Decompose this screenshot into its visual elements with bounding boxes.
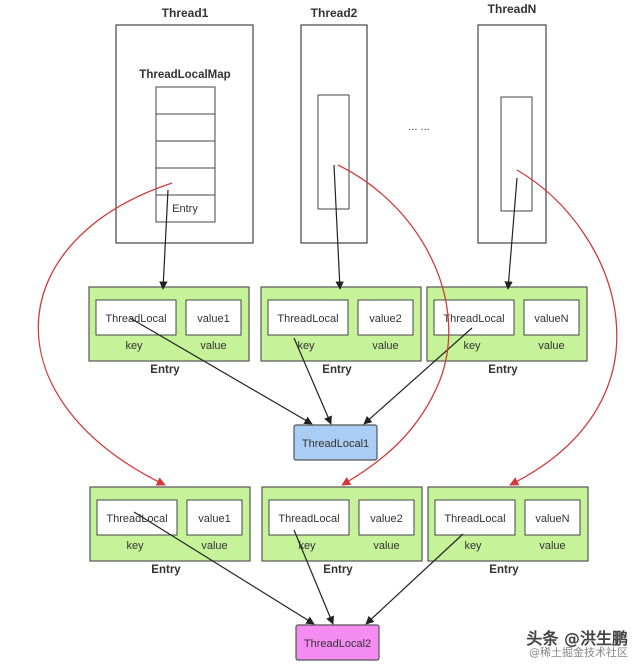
entry-key-caption-6: key [464, 540, 482, 552]
entry-threadlocal-cell-5 [268, 499, 350, 536]
arrow-entry3-key-to-tl1 [363, 327, 473, 425]
thread2-ref-slot [317, 94, 350, 210]
watermark-line2: @稀土掘金技术社区 [529, 646, 628, 660]
threadlocalmap-label: ThreadLocalMap [139, 69, 230, 81]
entry-value-label-6: valueN [535, 513, 569, 525]
watermark: 头条 @洪生鹏 @稀土掘金技术社区 [526, 628, 628, 660]
arrow-entry5-key-to-tl2 [293, 529, 334, 625]
entry-key-caption-1: key [125, 340, 143, 352]
arrow-entry6-key-to-tl2 [365, 533, 464, 625]
entry-key-caption-5: key [298, 540, 316, 552]
watermark-line1: 头条 @洪生鹏 [526, 628, 628, 648]
arrow-threadn-to-entry3 [504, 177, 518, 290]
entry-value-cell-4 [186, 499, 243, 536]
arrow-entry4-key-to-tl2 [133, 511, 315, 625]
entry-value-caption-4: value [201, 540, 227, 552]
entry-title-6: Entry [489, 564, 519, 576]
threadlocal1-node [293, 424, 378, 461]
entry-title-4: Entry [151, 564, 181, 576]
entry-value-label-3: valueN [534, 313, 568, 325]
threadlocal2-node [295, 624, 380, 661]
entry-value-caption-1: value [200, 340, 226, 352]
red-arrow-thread1-to-entry4 [37, 182, 173, 486]
entry-value-caption-3: value [538, 340, 564, 352]
entry-threadlocal-cell-6 [434, 499, 516, 536]
entry-threadlocal-cell-1 [95, 299, 177, 336]
entry-threadlocal-cell-4 [96, 499, 178, 536]
entry-threadlocal-cell-2 [267, 299, 349, 336]
arrow-entry1-key-to-tl1 [129, 317, 313, 425]
entry-threadlocal-label-2: ThreadLocal [277, 313, 338, 325]
entry-key-caption-2: key [297, 340, 315, 352]
entry-value-cell-6 [524, 499, 581, 536]
entry-threadlocal-label-6: ThreadLocal [444, 513, 505, 525]
entry-value-cell-3 [523, 299, 580, 336]
entry-title-1: Entry [150, 364, 180, 376]
arrow-entry2-key-to-tl1 [293, 337, 332, 425]
entry-title-5: Entry [323, 564, 353, 576]
entry-value-label-5: value2 [370, 513, 402, 525]
threadlocal1-label: ThreadLocal1 [302, 438, 369, 450]
entry-value-label-1: value1 [197, 313, 229, 325]
map-entry-label: Entry [172, 203, 198, 215]
entry-threadlocal-label-4: ThreadLocal [106, 513, 167, 525]
entry-title-3: Entry [488, 364, 518, 376]
threadn-ref-slot [500, 96, 533, 212]
thread1-title: Thread1 [162, 6, 209, 20]
entry-value-cell-1 [185, 299, 242, 336]
arrow-map-to-entry1 [159, 189, 169, 290]
arrow-thread2-to-entry2 [333, 164, 344, 290]
ellipsis: ... ... [408, 121, 429, 133]
entry-threadlocal-label-5: ThreadLocal [278, 513, 339, 525]
entry-value-caption-6: value [539, 540, 565, 552]
entry-value-label-4: value1 [198, 513, 230, 525]
entry-value-cell-5 [358, 499, 415, 536]
entry-threadlocal-label-3: ThreadLocal [443, 313, 504, 325]
thread2-title: Thread2 [311, 6, 358, 20]
threadlocal2-label: ThreadLocal2 [304, 638, 371, 650]
entry-value-caption-2: value [372, 340, 398, 352]
entry-key-caption-3: key [463, 340, 481, 352]
threadn-title: ThreadN [488, 2, 537, 16]
threadlocalmap-table [155, 86, 216, 223]
entry-value-caption-5: value [373, 540, 399, 552]
red-arrow-thread2-to-entry5 [337, 164, 450, 486]
entry-value-label-2: value2 [369, 313, 401, 325]
entry-threadlocal-label-1: ThreadLocal [105, 313, 166, 325]
entry-value-cell-2 [357, 299, 414, 336]
entry-key-caption-4: key [126, 540, 144, 552]
red-arrow-threadn-to-entry6 [509, 169, 618, 486]
entry-title-2: Entry [322, 364, 352, 376]
